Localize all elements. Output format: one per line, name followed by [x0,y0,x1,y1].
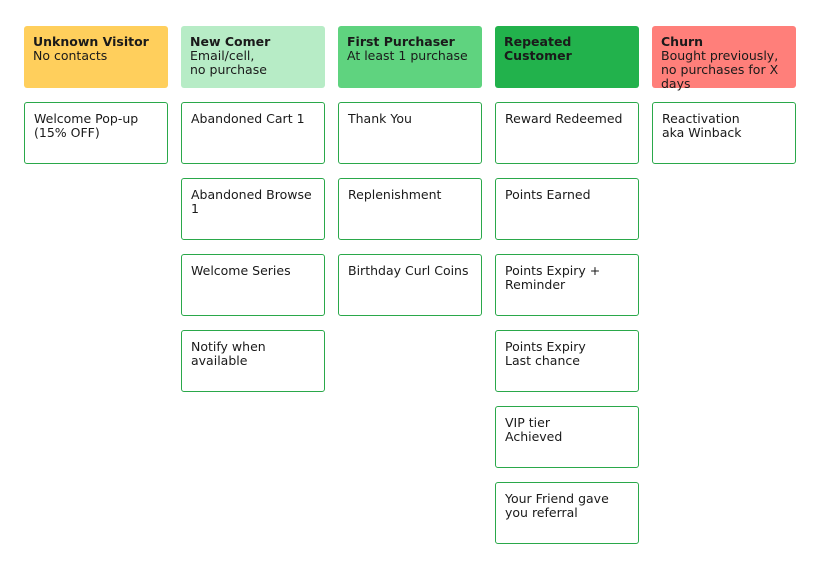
flow-card: Reactivation aka Winback [652,102,796,164]
flow-card: Points Expiry Last chance [495,330,639,392]
flow-card-label: Thank You [348,111,412,126]
flow-card: Birthday Curl Coins [338,254,482,316]
stage-title: Churn [661,34,704,49]
stage-header-new-comer: New Comer Email/cell, no purchase [181,26,325,88]
flow-card-label: Welcome Series [191,263,291,278]
flow-card-label: Welcome Pop-up (15% OFF) [34,111,139,140]
flow-card-label: Notify when available [191,339,266,368]
flow-card-label: Reactivation aka Winback [662,111,742,140]
stage-description: Bought previously, no purchases for X da… [661,48,779,91]
stage-title: Unknown Visitor [33,34,149,49]
flow-card: Points Earned [495,178,639,240]
flow-list: Reward Redeemed Points Earned Points Exp… [495,102,639,544]
stage-column-first-purchaser: First Purchaser At least 1 purchase Than… [338,26,482,330]
stage-description: Email/cell, no purchase [190,48,267,77]
stage-column-unknown-visitor: Unknown Visitor No contacts Welcome Pop-… [24,26,168,178]
flow-card: Abandoned Browse 1 [181,178,325,240]
flow-card: VIP tier Achieved [495,406,639,468]
flow-card-label: Reward Redeemed [505,111,623,126]
flow-card: Points Expiry + Reminder [495,254,639,316]
flow-card-label: Points Expiry Last chance [505,339,586,368]
stage-header-unknown-visitor: Unknown Visitor No contacts [24,26,168,88]
flow-list: Reactivation aka Winback [652,102,796,164]
flow-card: Reward Redeemed [495,102,639,164]
stage-header-churn: Churn Bought previously, no purchases fo… [652,26,796,91]
flow-list: Welcome Pop-up (15% OFF) [24,102,168,164]
flow-card-label: Points Expiry + Reminder [505,263,601,292]
flow-list: Thank You Replenishment Birthday Curl Co… [338,102,482,316]
flow-card-label: Birthday Curl Coins [348,263,469,278]
flow-card: Abandoned Cart 1 [181,102,325,164]
stage-title: New Comer [190,34,271,49]
stage-column-repeated-customer: Repeated Customer Reward Redeemed Points… [495,26,639,558]
flow-card-label: Your Friend gave you referral [505,491,609,520]
stage-column-new-comer: New Comer Email/cell, no purchase Abando… [181,26,325,406]
stage-title: First Purchaser [347,34,455,49]
flow-card: Replenishment [338,178,482,240]
flow-card-label: Replenishment [348,187,442,202]
stage-header-first-purchaser: First Purchaser At least 1 purchase [338,26,482,88]
flow-card: Welcome Series [181,254,325,316]
flow-card: Welcome Pop-up (15% OFF) [24,102,168,164]
flow-card: Your Friend gave you referral [495,482,639,544]
stage-description: No contacts [33,48,108,63]
stage-title: Repeated Customer [504,34,572,63]
flow-card: Notify when available [181,330,325,392]
flow-card-label: Abandoned Cart 1 [191,111,305,126]
stage-header-repeated-customer: Repeated Customer [495,26,639,88]
stage-description: At least 1 purchase [347,48,468,63]
flow-card-label: Abandoned Browse 1 [191,187,312,216]
flow-card-label: Points Earned [505,187,591,202]
flow-card: Thank You [338,102,482,164]
stage-column-churn: Churn Bought previously, no purchases fo… [652,26,796,178]
flow-list: Abandoned Cart 1 Abandoned Browse 1 Welc… [181,102,325,392]
flow-card-label: VIP tier Achieved [505,415,563,444]
